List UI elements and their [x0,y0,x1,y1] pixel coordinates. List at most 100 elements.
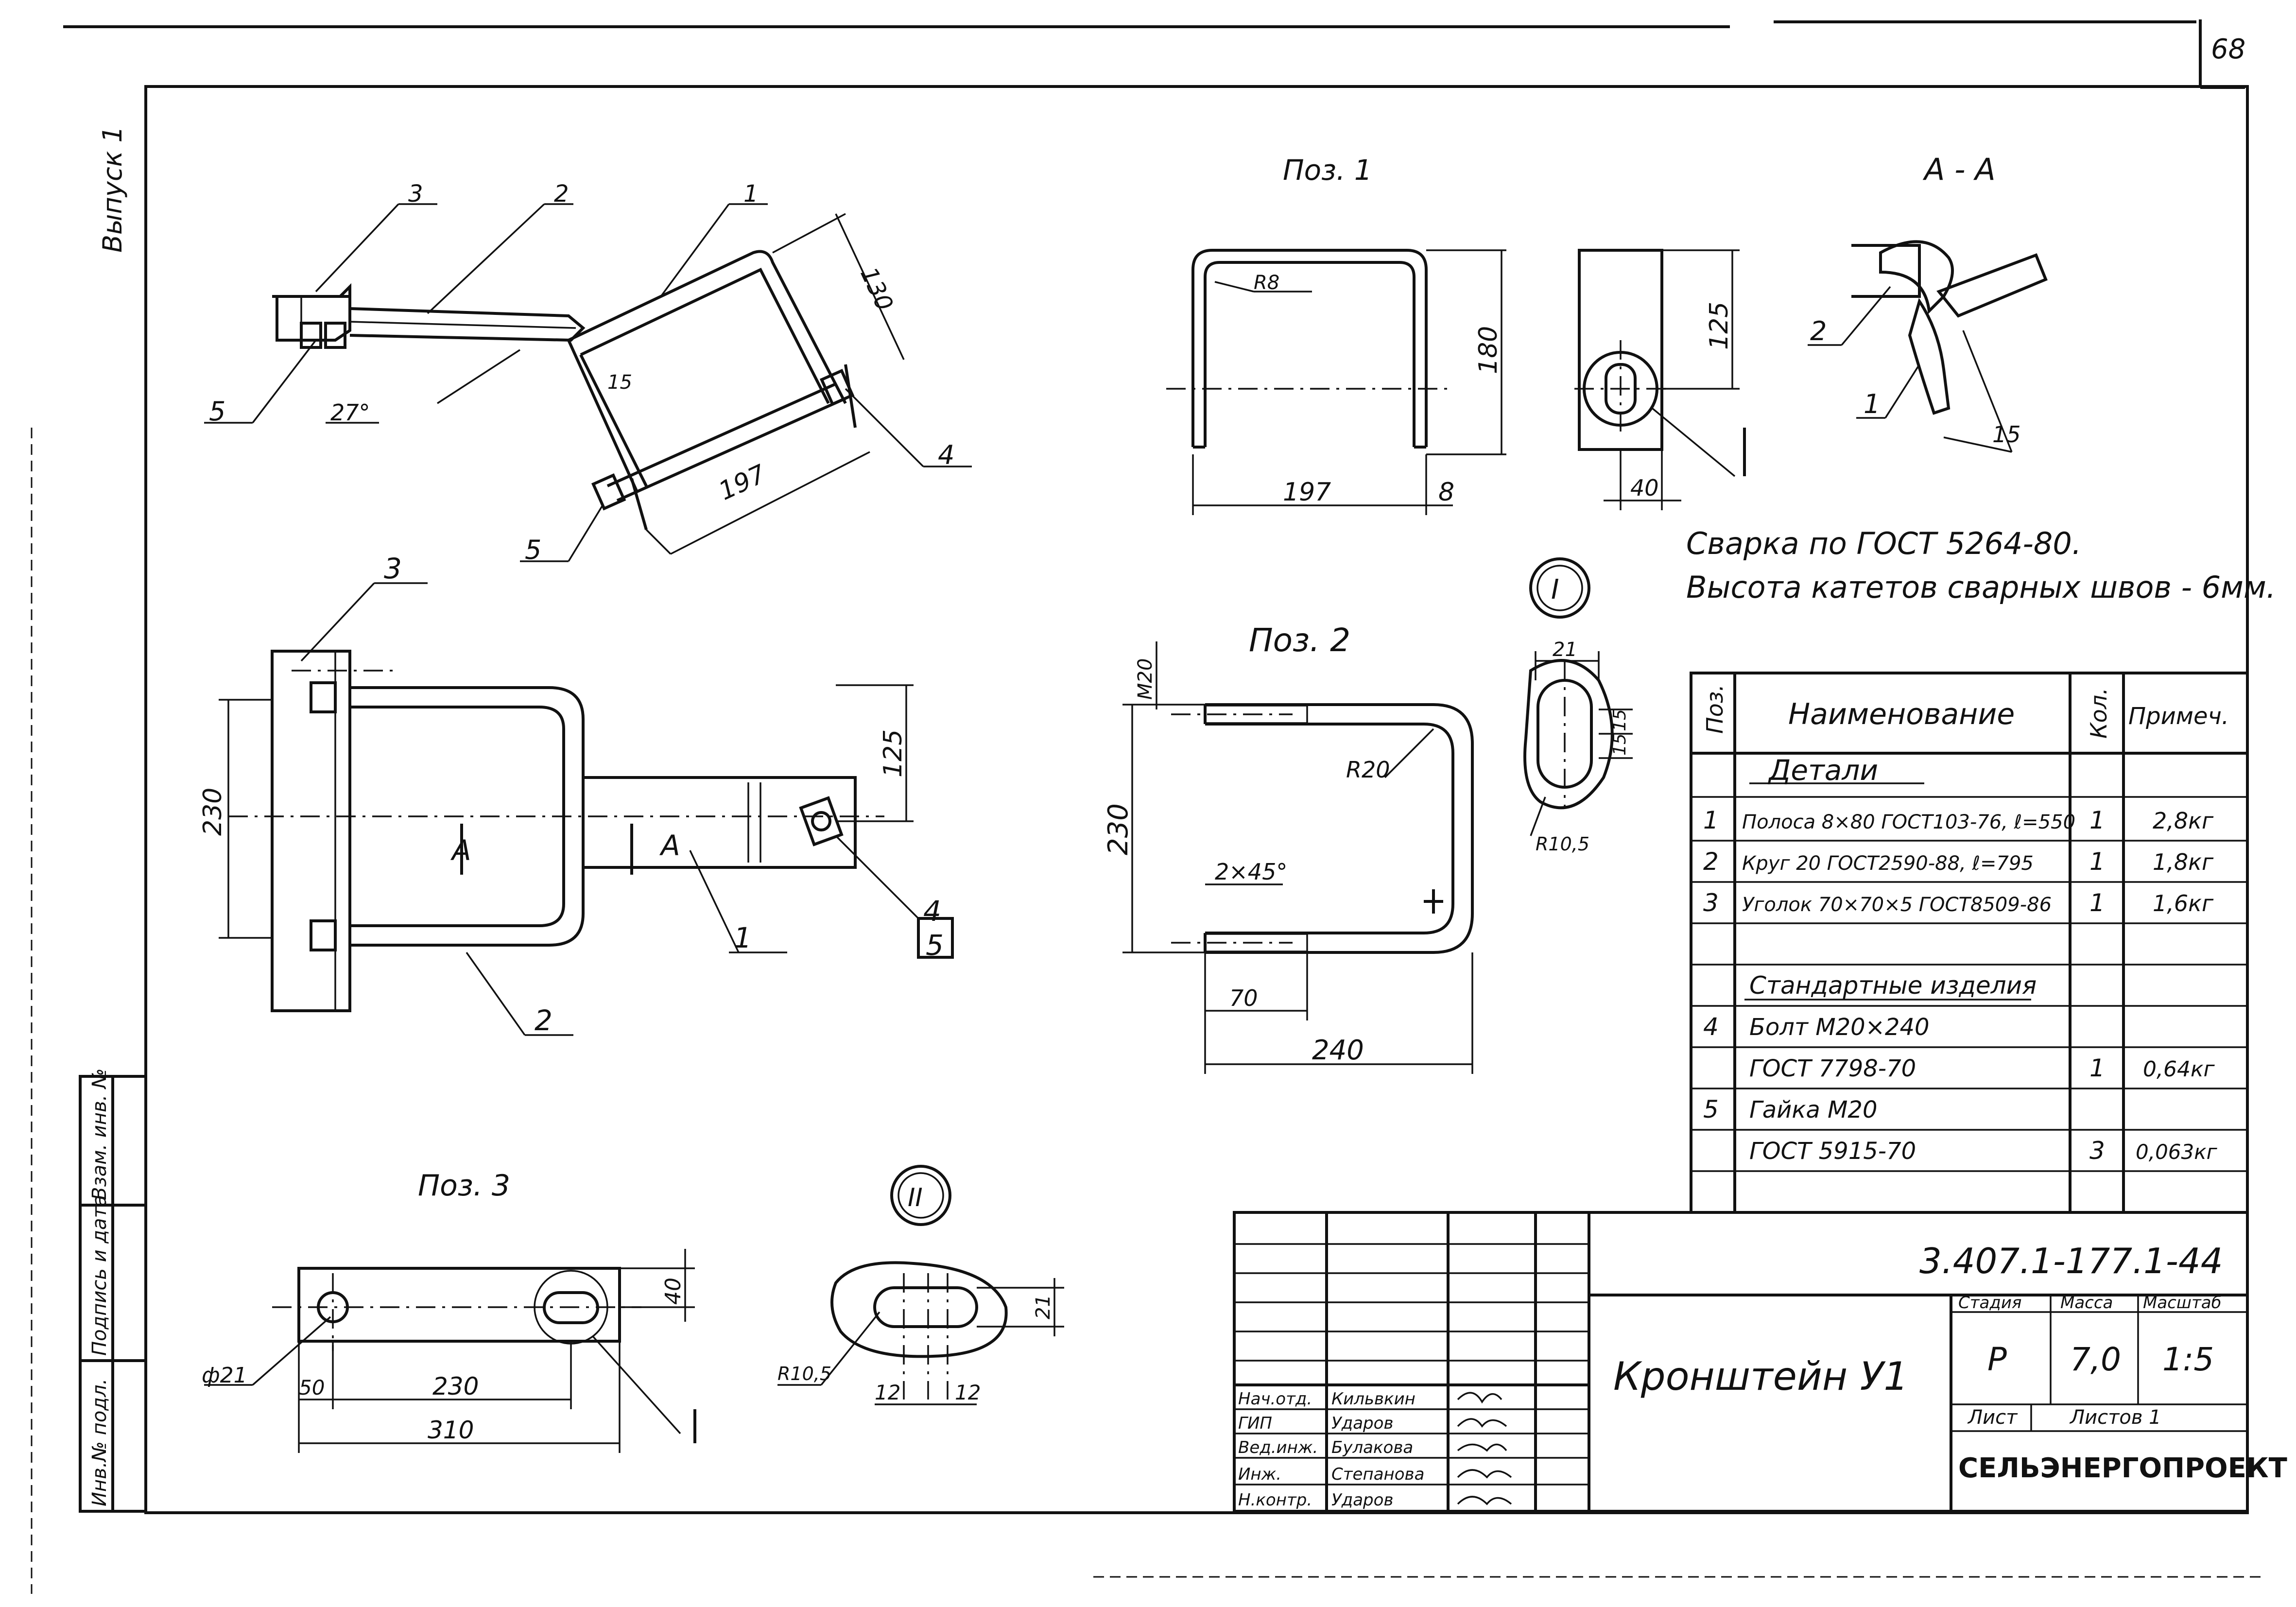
front-dim-230: 230 [198,788,227,836]
spec-row3-note: 1,6кг [2153,890,2214,916]
spec-header-name: Наименование [1788,697,2015,731]
spec-row5-qty: 3 [2089,1137,2105,1165]
scale-label: Масштаб [2143,1293,2222,1313]
role-5: Н.контр. [1238,1490,1312,1510]
pos3-view [204,1249,696,1453]
sheet-label: Лист [1967,1406,2018,1429]
role-2: ГИП [1238,1414,1272,1433]
detailI-dim-21: 21 [1553,639,1577,661]
sheets-label: Листов 1 [2069,1406,2161,1429]
spec-row1-note: 2,8кг [2153,808,2214,834]
title-block [1233,1211,2249,1513]
detailII-dim-12b: 12 [955,1381,981,1404]
detailI-dim-r105: R10,5 [1536,833,1589,855]
spec-section-standard: Стандартные изделия [1749,971,2037,1000]
iso-callout-4: 4 [938,440,954,470]
mass-label: Масса [2060,1293,2113,1313]
welding-note-2: Высота катетов сварных швов - 6мм. [1686,570,2276,605]
spec-row2-note: 1,8кг [2153,849,2214,875]
page-number: 68 [2211,34,2245,65]
pos1-view [1166,249,1746,515]
role-5-name: Ударов [1331,1490,1393,1510]
pos1-title: Поз. 1 [1283,154,1372,187]
organization: СЕЛЬЭНЕРГОПРОЕКТ [1958,1452,2287,1484]
section-callout-2: 2 [1810,316,1827,346]
pos3-dim-40: 40 [661,1278,686,1305]
spec-table [1690,672,2249,1214]
spec-row5-name: Гайка М20 [1749,1096,1878,1123]
spec-row1-name: Полоса 8×80 ГОСТ103-76, ℓ=550 [1742,811,2075,833]
detailI-dim-15b: 15 [1610,733,1630,756]
detailI-dim-15a: 15 [1610,709,1630,731]
spec-row1-pos: 1 [1703,806,1719,834]
role-4-name: Степанова [1331,1465,1424,1484]
pos3-title: Поз. 3 [418,1169,510,1203]
iso-callout-5a: 5 [209,396,225,427]
pos1-dim-125: 125 [1705,302,1734,350]
pos1-dim-8: 8 [1438,478,1454,507]
spec-row3-qty: 1 [2089,889,2105,917]
pos3-dim-d21: ф21 [202,1363,247,1388]
iso-callout-2: 2 [554,180,569,207]
pos2-view [1122,641,1474,1074]
drawing-title: Кронштейн У1 [1613,1354,1908,1399]
scale-value: 1:5 [2162,1341,2214,1378]
iso-dim-15: 15 [607,371,632,394]
spec-row5-pos: 5 [1703,1095,1719,1123]
pos1-dim-180: 180 [1474,326,1503,374]
front-callout-1: 1 [734,921,752,954]
iso-callout-1: 1 [743,180,759,207]
detail-I-badge: I [1551,574,1559,605]
spec-row4-name: Болт М20×240 [1749,1014,1930,1041]
spec-row3-pos: 3 [1703,889,1719,917]
pos2-title: Поз. 2 [1249,622,1350,659]
welding-note-1: Сварка по ГОСТ 5264-80. [1686,526,2081,561]
spec-row5-note: 0,063кг [2136,1140,2218,1164]
role-2-name: Ударов [1331,1414,1393,1433]
sheet-frame [31,19,2264,1594]
role-1-name: Кильвкин [1331,1389,1416,1409]
detail-II [777,1165,1064,1405]
section-a-a [1808,240,2048,453]
iso-dim-197: 197 [714,459,770,506]
pos3-dim-310: 310 [428,1416,474,1444]
front-callout-3: 3 [384,552,402,585]
stage-value: Р [1987,1341,2007,1378]
pos3-dim-230: 230 [432,1372,479,1400]
doc-code: 3.407.1-177.1-44 [1919,1241,2223,1281]
pos2-dim-chamfer: 2×45° [1215,859,1287,885]
spec-header-pos: Поз. [1702,684,1728,734]
stamp-replace-label: Взам. инв. № [88,1068,111,1200]
isometric-view [204,203,972,562]
front-callout-5: 5 [926,929,944,962]
section-mark-a-left: А [450,834,471,867]
spec-row5-name2: ГОСТ 5915-70 [1749,1138,1916,1165]
spec-row2-qty: 1 [2089,847,2105,876]
detailII-dim-12a: 12 [875,1381,900,1404]
pos2-dim-m20: M20 [1134,658,1157,700]
spec-row3-name: Уголок 70×70×5 ГОСТ8509-86 [1742,894,2052,916]
detail-II-badge: II [908,1183,923,1212]
spec-row4-name2: ГОСТ 7798-70 [1749,1055,1916,1082]
spec-section-details: Детали [1767,754,1878,787]
front-dim-125: 125 [879,729,908,778]
section-mark-a-right: А [659,829,680,862]
iso-callout-5b: 5 [525,535,541,565]
stage-label: Стадия [1958,1293,2021,1313]
iso-callout-3: 3 [408,180,423,207]
role-4: Инж. [1238,1465,1281,1484]
spec-row2-pos: 2 [1703,847,1719,876]
section-a-a-title: А - А [1922,152,1996,187]
spec-header-note: Примеч. [2128,703,2229,730]
spec-row4-note: 0,64кг [2143,1057,2215,1082]
spec-row4-pos: 4 [1703,1013,1719,1041]
detailII-dim-r105: R10,5 [777,1363,831,1384]
front-view [219,582,919,1036]
front-callout-2: 2 [535,1004,552,1037]
spec-row2-name: Круг 20 ГОСТ2590-88, ℓ=795 [1742,852,2034,875]
stamp-sign-label: Подпись и дата [88,1195,111,1356]
iso-angle-label: 27° [330,399,370,426]
pos2-dim-230: 230 [1103,803,1134,855]
section-callout-1: 1 [1864,389,1880,419]
